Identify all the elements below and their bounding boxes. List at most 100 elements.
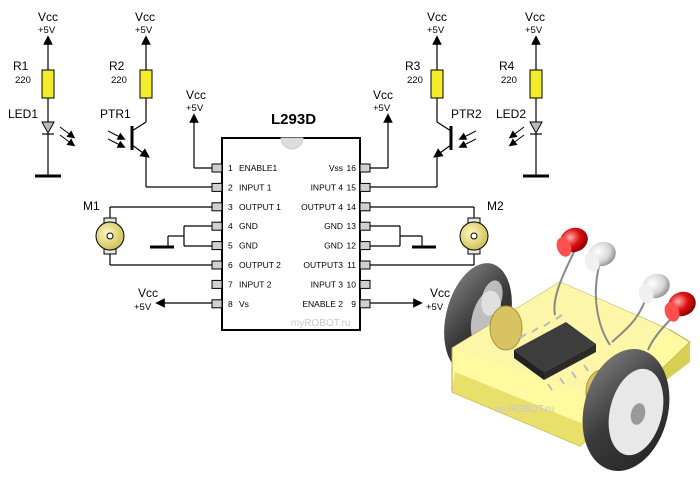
phototransistor-ptr1: PTR1 (100, 98, 212, 188)
ic-pin-label: OUTPUT 1 (239, 202, 281, 212)
ic-pin-label: Vss (329, 163, 343, 173)
svg-text:+5V: +5V (134, 302, 152, 313)
svg-text:M2: M2 (487, 199, 504, 213)
ic-pin-label: INPUT 2 (239, 279, 272, 289)
ic-pin-8: 8 Vs (211, 299, 249, 309)
svg-text:Vcc: Vcc (138, 286, 158, 300)
ic-pin-label: ENABLE1 (239, 163, 278, 173)
svg-text:myROBOT.ru: myROBOT.ru (495, 404, 554, 415)
svg-text:220: 220 (407, 75, 423, 86)
svg-text:Vcc: Vcc (373, 88, 393, 102)
ic-pin-number: 15 (347, 182, 357, 192)
ic-pin-number: 4 (228, 221, 233, 231)
motor-m1: M1 (83, 199, 212, 266)
ic-pin-label: GND (239, 221, 258, 231)
svg-text:R4: R4 (499, 59, 515, 73)
svg-text:LED2: LED2 (496, 107, 526, 121)
ic-pin-1: 1 ENABLE1 (211, 163, 278, 173)
ic-pin-label: GND (324, 241, 343, 251)
ic-pin-3: 3 OUTPUT 1 (211, 202, 281, 212)
svg-text:R1: R1 (13, 59, 29, 73)
ic-pin-12: 12 GND (324, 241, 371, 251)
ic-pin-number: 6 (228, 260, 233, 270)
ic-pin-7: 7 INPUT 2 (211, 279, 272, 289)
phototransistor-ptr2: PTR2 (370, 98, 482, 188)
vcc-supply-r1: Vcc +5V (38, 10, 58, 70)
svg-text:myROBOT.ru: myROBOT.ru (291, 318, 350, 329)
svg-text:Vcc: Vcc (427, 10, 447, 24)
svg-text:Vcc: Vcc (186, 88, 206, 102)
robot-illustration: myROBOT.ru (444, 227, 696, 472)
ic-pin-4: 4 GND (211, 221, 258, 231)
led1: LED1 (8, 98, 76, 178)
led2: LED2 (496, 98, 549, 178)
resistor-r3: R3 220 (405, 59, 444, 99)
ic-pin-9: 9 ENABLE 2 (302, 299, 371, 309)
ic-pin-number: 5 (228, 241, 233, 251)
resistor-r1: R1 220 (13, 59, 55, 99)
ic-pin-number: 9 (351, 299, 356, 309)
ic-pin-14: 14 OUTPUT 4 (301, 202, 371, 212)
ic-pin-number: 8 (228, 299, 233, 309)
ic-pin-label: GND (239, 241, 258, 251)
motor-m2: M2 (370, 199, 504, 266)
ic-pin-label: OUTPUT3 (303, 260, 343, 270)
robot-led-red-right-icon (664, 291, 696, 322)
ic-pin-number: 1 (228, 163, 233, 173)
svg-text:Vcc: Vcc (135, 10, 155, 24)
svg-text:+5V: +5V (135, 25, 153, 36)
robot-led-white-left-icon (584, 241, 616, 272)
svg-text:R3: R3 (405, 59, 421, 73)
svg-text:Vcc: Vcc (38, 10, 58, 24)
ic-pin-number: 7 (228, 279, 233, 289)
ic-pin-16: 16 Vss (329, 163, 371, 173)
svg-text:220: 220 (111, 75, 127, 86)
svg-text:Vcc: Vcc (525, 10, 545, 24)
ic-pin-number: 2 (228, 182, 233, 192)
svg-text:LED1: LED1 (8, 107, 38, 121)
svg-text:R2: R2 (109, 59, 125, 73)
ic-pin-label: OUTPUT 4 (301, 202, 343, 212)
resistor-r4: R4 220 (499, 59, 543, 99)
ic-pin-number: 3 (228, 202, 233, 212)
ic-pin-number: 10 (347, 279, 357, 289)
ic-pin-number: 12 (347, 241, 357, 251)
vcc-supply-vs: Vcc +5V (134, 286, 212, 313)
vcc-supply-vss: Vcc +5V (370, 88, 393, 169)
svg-text:220: 220 (15, 75, 31, 86)
svg-text:+5V: +5V (427, 25, 445, 36)
ic-pin-13: 13 GND (324, 221, 371, 231)
vcc-supply-r2: Vcc +5V (135, 10, 155, 70)
ic-pin-label: INPUT 1 (239, 182, 272, 192)
vcc-supply-r4: Vcc +5V (525, 10, 545, 70)
vcc-supply-r3: Vcc +5V (427, 10, 447, 70)
robot-led-red-left-icon (556, 227, 588, 257)
ic-pin-number: 11 (347, 260, 356, 270)
svg-text:+5V: +5V (525, 25, 543, 36)
svg-text:M1: M1 (83, 199, 100, 213)
ic-pin-label: OUTPUT 2 (239, 260, 281, 270)
ic-pin-11: 11 OUTPUT3 (303, 260, 371, 270)
svg-text:+5V: +5V (426, 302, 444, 313)
ic-pin-label: GND (324, 221, 343, 231)
ic-pin-label: Vs (239, 299, 249, 309)
ground-left (150, 225, 212, 249)
svg-text:+5V: +5V (186, 103, 204, 114)
ic-pin-label: INPUT 4 (311, 182, 344, 192)
ic-pin-5: 5 GND (211, 241, 258, 251)
ic-pin-number: 13 (347, 221, 357, 231)
ic-pin-6: 6 OUTPUT 2 (211, 260, 281, 270)
vcc-supply-enable2: Vcc +5V (370, 286, 450, 313)
svg-text:PTR1: PTR1 (100, 107, 131, 121)
svg-text:Vcc: Vcc (430, 286, 450, 300)
ic-title: L293D (271, 111, 316, 128)
svg-text:220: 220 (501, 75, 517, 86)
ic-pin-number: 14 (347, 202, 357, 212)
ic-pin-number: 16 (347, 163, 357, 173)
ic-pin-label: INPUT 3 (311, 279, 344, 289)
ic-pin-label: ENABLE 2 (302, 299, 343, 309)
ground-right (370, 225, 436, 249)
